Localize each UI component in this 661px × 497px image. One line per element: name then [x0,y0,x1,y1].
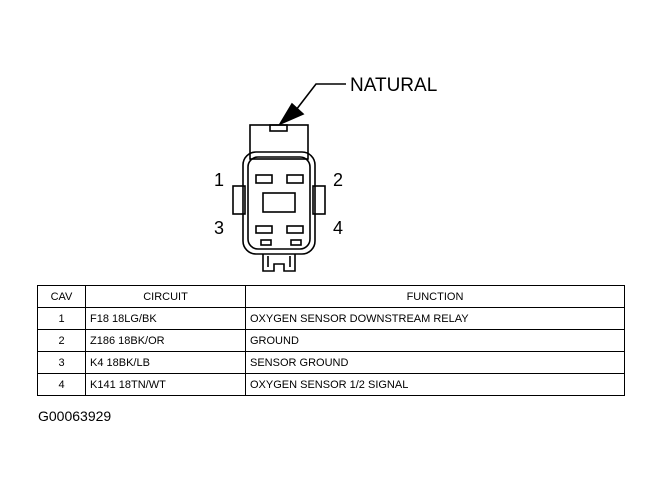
callout-arrowhead [278,102,305,126]
pinout-table: CAV CIRCUIT FUNCTION 1 F18 18LG/BK OXYGE… [37,285,625,396]
figure-id: G00063929 [38,408,112,424]
table-row: 4 K141 18TN/WT OXYGEN SENSOR 1/2 SIGNAL [37,373,625,396]
cav-cell: 4 [37,373,86,396]
cavity-3-small [260,239,272,246]
cap-notch [269,124,288,132]
header-cav: CAV [37,285,86,308]
header-function: FUNCTION [245,285,625,308]
cavity-2 [286,174,304,184]
connector-cap [249,124,309,160]
pin-label-3: 3 [214,218,224,238]
center-key [262,192,296,213]
table-row: 2 Z186 18BK/OR GROUND [37,329,625,352]
circuit-cell: K141 18TN/WT [85,373,246,396]
pin-label-2: 2 [333,170,343,190]
cav-cell: 1 [37,307,86,330]
circuit-cell: F18 18LG/BK [85,307,246,330]
connector-diagram: NATURAL 1 2 3 4 [214,75,437,272]
side-latch-left [232,185,246,215]
connector-color-label: NATURAL [350,75,437,96]
cav-cell: 3 [37,351,86,374]
connector-body-inner [247,156,311,250]
cavity-4-small [290,239,302,246]
circuit-cell: K4 18BK/LB [85,351,246,374]
function-cell: GROUND [245,329,625,352]
side-latch-right [312,185,326,215]
pin-label-4: 4 [333,218,343,238]
header-circuit: CIRCUIT [85,285,246,308]
callout-leader [295,83,346,111]
function-cell: OXYGEN SENSOR 1/2 SIGNAL [245,373,625,396]
cav-cell: 2 [37,329,86,352]
function-cell: SENSOR GROUND [245,351,625,374]
pin-label-1: 1 [214,170,224,190]
cavity-3 [255,225,273,234]
table-row: 1 F18 18LG/BK OXYGEN SENSOR DOWNSTREAM R… [37,307,625,330]
function-cell: OXYGEN SENSOR DOWNSTREAM RELAY [245,307,625,330]
cavity-4 [286,225,304,234]
table-header-row: CAV CIRCUIT FUNCTION [37,285,625,308]
table-row: 3 K4 18BK/LB SENSOR GROUND [37,351,625,374]
cavity-1 [255,174,273,184]
circuit-cell: Z186 18BK/OR [85,329,246,352]
connector-body [242,151,316,255]
bottom-lock-tab-inner [267,256,291,267]
bottom-lock-tab [262,254,296,272]
